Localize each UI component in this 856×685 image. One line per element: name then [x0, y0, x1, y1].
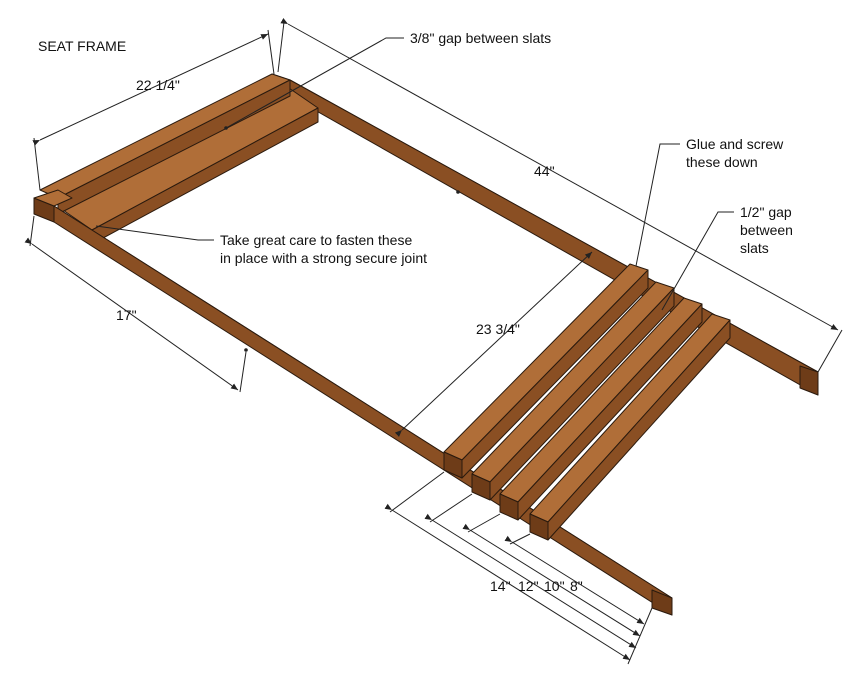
note-care-line1: Take great care to fasten these: [220, 232, 412, 248]
leader-glue: [635, 143, 680, 267]
dim-ext: [429, 493, 473, 523]
dim-14-line: [384, 503, 631, 661]
dim-ext: [627, 607, 653, 665]
corner-block: [33, 189, 73, 207]
labels: SEAT FRAME 3/8" gap between slats Glue a…: [38, 30, 793, 594]
dim-width-line: [32, 33, 269, 146]
dim-8-label: 8": [570, 578, 583, 594]
note-gap-38: 3/8" gap between slats: [410, 30, 551, 46]
dim-depth-ext: [29, 215, 35, 247]
note-care-line2: in place with a strong secure joint: [220, 250, 427, 266]
dim-depth-ext2: [239, 351, 247, 393]
leader-gap-38: [225, 37, 404, 129]
diagram-title: SEAT FRAME: [38, 38, 126, 54]
dim-depth-label: 17": [116, 307, 137, 323]
dimension-lines: [24, 17, 843, 665]
leader-care: [95, 225, 214, 241]
dim-8-line: [504, 535, 645, 625]
note-gap12-line1: 1/2" gap: [740, 204, 792, 220]
dim-length-label: 44": [534, 163, 555, 179]
dim-ext: [389, 471, 445, 513]
dim-diag-label: 23 3/4": [476, 321, 520, 337]
dim-12-label: 12": [518, 578, 539, 594]
dim-width-label: 22 1/4": [136, 77, 180, 93]
note-gap12-line2: between: [740, 222, 793, 238]
dim-width-ext-left: [33, 137, 41, 191]
note-gap12-line3: slats: [740, 240, 769, 256]
dim-ext: [467, 513, 501, 533]
screw-dot: [456, 190, 460, 194]
screw-dot: [244, 348, 248, 352]
dim-10-label: 10": [544, 578, 565, 594]
dim-diag-line: [394, 251, 593, 437]
leader-gap-12: [661, 211, 734, 311]
note-glue-line2: these down: [686, 154, 758, 170]
dim-length-line: [280, 17, 839, 331]
dim-length-ext-left: [277, 21, 285, 73]
leader-lines: [95, 37, 734, 311]
dim-14-label: 14": [490, 578, 511, 594]
dim-ext: [509, 533, 531, 545]
dim-depth-line: [24, 237, 239, 391]
note-glue-line1: Glue and screw: [686, 136, 784, 152]
dim-width-ext-right: [267, 29, 275, 75]
dim-length-ext-right: [817, 329, 843, 373]
